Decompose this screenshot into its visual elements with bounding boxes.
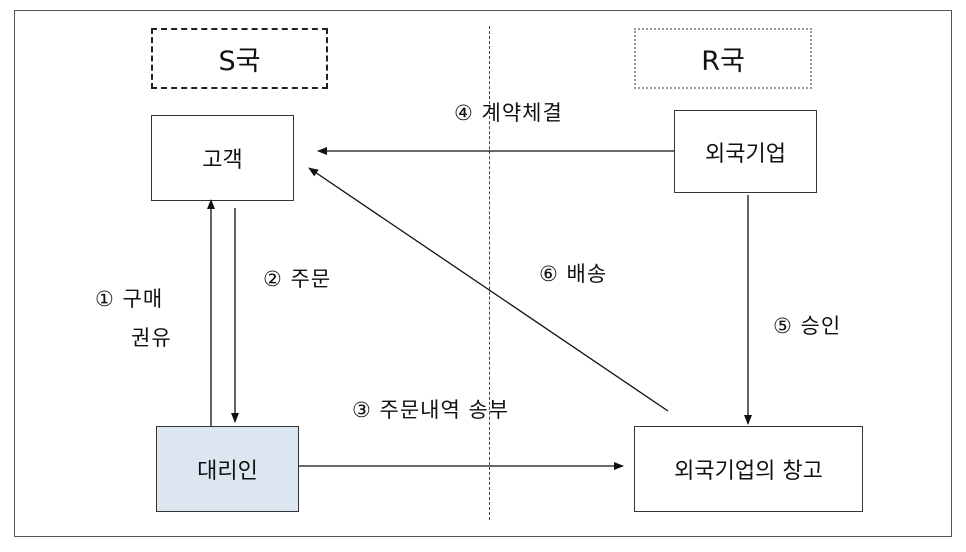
- border-divider-line: [489, 26, 490, 520]
- step6-label: ⑥ 배송: [539, 262, 608, 286]
- foreign-company-node: 외국기업: [674, 110, 817, 193]
- customer-node: 고객: [151, 115, 294, 201]
- step4-label: ④ 계약체결: [454, 101, 563, 125]
- step3-label: ③ 주문내역 송부: [352, 398, 510, 422]
- country-s-label: S국: [151, 28, 328, 89]
- agent-node: 대리인: [156, 426, 299, 512]
- step1-label-line2: 권유: [131, 326, 172, 350]
- step5-label: ⑤ 승인: [773, 314, 842, 338]
- diagram-frame: [14, 10, 952, 537]
- country-r-label: R국: [634, 28, 812, 89]
- step2-label: ② 주문: [263, 267, 332, 291]
- step1-label-line1: ① 구매: [95, 287, 164, 311]
- warehouse-node: 외국기업의 창고: [634, 426, 863, 512]
- arrow-delivery: [308, 167, 669, 412]
